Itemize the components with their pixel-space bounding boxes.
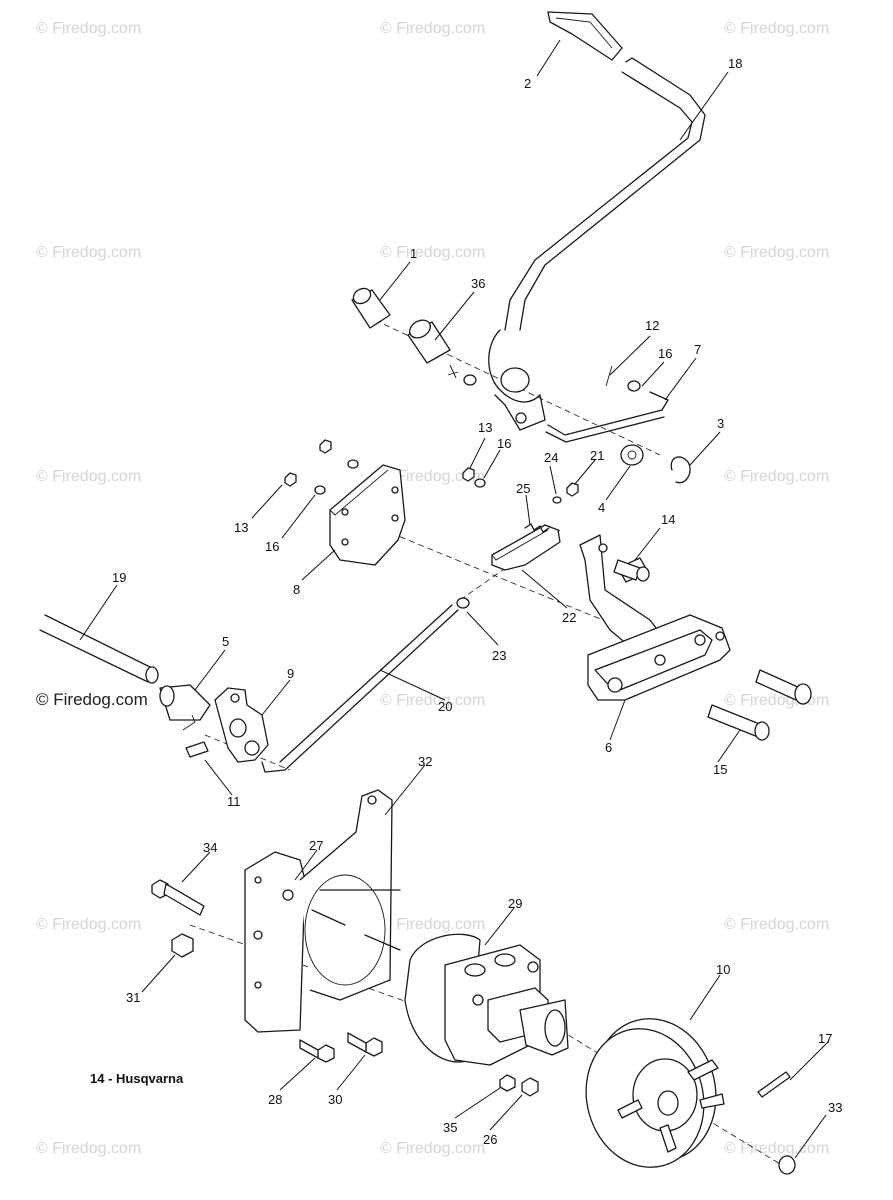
part-lever [488, 57, 706, 431]
callout-16a: 16 [658, 346, 672, 361]
part-grip [547, 11, 623, 61]
part-bushing-1 [351, 287, 391, 329]
callout-5: 5 [222, 634, 229, 649]
watermark-text: © Firedog.com [380, 468, 486, 485]
callout-16b: 16 [497, 436, 511, 451]
watermark-text: © Firedog.com [36, 20, 142, 37]
callout-22: 22 [562, 610, 576, 625]
callout-16c: 16 [265, 539, 279, 554]
part-washer-4 [620, 444, 644, 466]
callout-2: 2 [524, 76, 531, 91]
part-pivot-6 [587, 614, 731, 701]
callout-18: 18 [728, 56, 742, 71]
callout-6: 6 [605, 740, 612, 755]
watermark-text: © Firedog.com [380, 244, 486, 261]
callout-1: 1 [410, 246, 417, 261]
callout-7: 7 [694, 342, 701, 357]
callout-24: 24 [544, 450, 558, 465]
watermark-text: © Firedog.com [36, 468, 142, 485]
callout-23: 23 [492, 648, 506, 663]
watermark-text: © Firedog.com [724, 468, 830, 485]
part-nut-31 [171, 933, 194, 958]
watermark-text: © Firedog.com [380, 692, 486, 709]
part-bolt-30 [347, 1032, 383, 1057]
brand-note: 14 - Husqvarna [90, 1071, 184, 1086]
watermark-text: © Firedog.com [724, 244, 830, 261]
part-bolt-28 [299, 1039, 335, 1063]
callout-21: 21 [590, 448, 604, 463]
part-motor-29 [404, 933, 569, 1066]
watermark-text: © Firedog.com [724, 20, 830, 37]
part-clip-3 [670, 456, 691, 484]
part-pin-11 [185, 741, 209, 758]
part-rod-20 [261, 597, 470, 773]
callout-9: 9 [287, 666, 294, 681]
part-pin-17 [757, 1071, 791, 1098]
callout-20: 20 [438, 699, 452, 714]
part-bolt-34 [151, 879, 205, 916]
callout-13a: 13 [478, 420, 492, 435]
callout-26: 26 [483, 1132, 497, 1147]
watermark-prominent: © Firedog.com [36, 690, 148, 709]
callout-27: 27 [309, 838, 323, 853]
part-shaft-19 [39, 614, 159, 684]
part-rod-7 [545, 365, 669, 443]
part-disc-10 [585, 1018, 725, 1168]
part-bracket-32 [244, 789, 401, 1033]
watermark-text: © Firedog.com [724, 916, 830, 933]
part-nut-35 [499, 1074, 516, 1092]
part-bushing-5 [159, 684, 211, 721]
watermark-text: © Firedog.com [36, 916, 142, 933]
callout-36: 36 [471, 276, 485, 291]
callout-29: 29 [508, 896, 522, 911]
callout-31: 31 [126, 990, 140, 1005]
callout-17: 17 [818, 1031, 832, 1046]
callout-labels: 1 2 3 4 5 6 7 8 9 10 11 12 13 13 14 15 1… [112, 56, 842, 1147]
callout-28: 28 [268, 1092, 282, 1107]
callout-25: 25 [516, 481, 530, 496]
callout-14: 14 [661, 512, 675, 527]
part-arm-9 [214, 687, 269, 763]
callout-3: 3 [717, 416, 724, 431]
callout-33: 33 [828, 1100, 842, 1115]
part-bolts-15 [613, 559, 812, 741]
callout-35: 35 [443, 1120, 457, 1135]
callout-34: 34 [203, 840, 217, 855]
callout-8: 8 [293, 582, 300, 597]
watermark-text: © Firedog.com [380, 1140, 486, 1157]
watermark-text: © Firedog.com [36, 1140, 142, 1157]
part-washer-33 [778, 1155, 796, 1175]
callout-32: 32 [418, 754, 432, 769]
part-bushing-36 [407, 319, 477, 386]
part-bracket-22 [491, 523, 561, 571]
part-plate-8 [329, 464, 406, 566]
callout-30: 30 [328, 1092, 342, 1107]
watermark-text: © Firedog.com [380, 916, 486, 933]
callout-12: 12 [645, 318, 659, 333]
callout-4: 4 [598, 500, 605, 515]
part-nut-26 [521, 1077, 539, 1097]
leader-lines [79, 39, 829, 1159]
callout-10: 10 [716, 962, 730, 977]
callout-11: 11 [227, 794, 241, 809]
callout-19: 19 [112, 570, 126, 585]
callout-15: 15 [713, 762, 727, 777]
watermark-text: © Firedog.com [724, 1140, 830, 1157]
watermark-text: © Firedog.com [36, 244, 142, 261]
watermark-text: © Firedog.com [380, 20, 486, 37]
callout-13b: 13 [234, 520, 248, 535]
